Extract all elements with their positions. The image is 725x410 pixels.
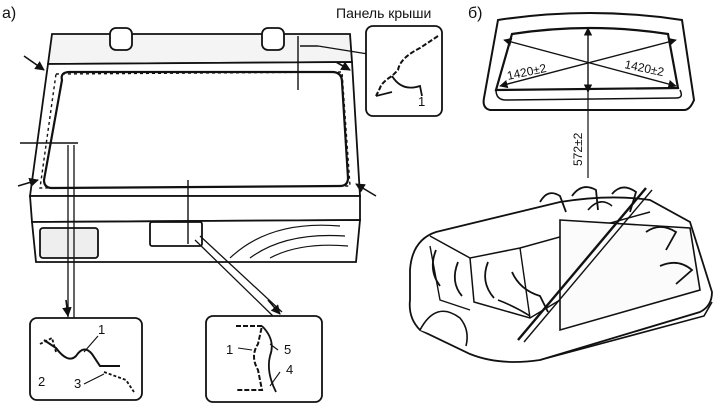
- left-callout-1: 1: [98, 322, 105, 337]
- rear-door-drawing: [20, 27, 369, 319]
- panel-a-label: а): [2, 5, 16, 22]
- roof-section-detail: 1: [365, 25, 443, 117]
- right-callout-4: 4: [286, 362, 293, 377]
- dimension-vertical: 572±2: [571, 132, 585, 166]
- car-with-clamps: [408, 186, 713, 363]
- panel-b-label: б): [468, 5, 483, 22]
- right-callout-5: 5: [284, 342, 291, 357]
- left-callout-2: 2: [38, 374, 45, 389]
- right-callout-1: 1: [226, 342, 233, 357]
- left-callout-3: 3: [74, 376, 81, 391]
- left-section-detail: 1 2 3: [29, 317, 143, 401]
- corner-arrows: [17, 55, 377, 317]
- roof-callout-1: 1: [418, 94, 425, 109]
- right-section-detail: 1 5 4: [205, 315, 323, 403]
- roof-panel-caption: Панель крыши: [336, 5, 431, 21]
- window-opening-measurement: [482, 12, 696, 178]
